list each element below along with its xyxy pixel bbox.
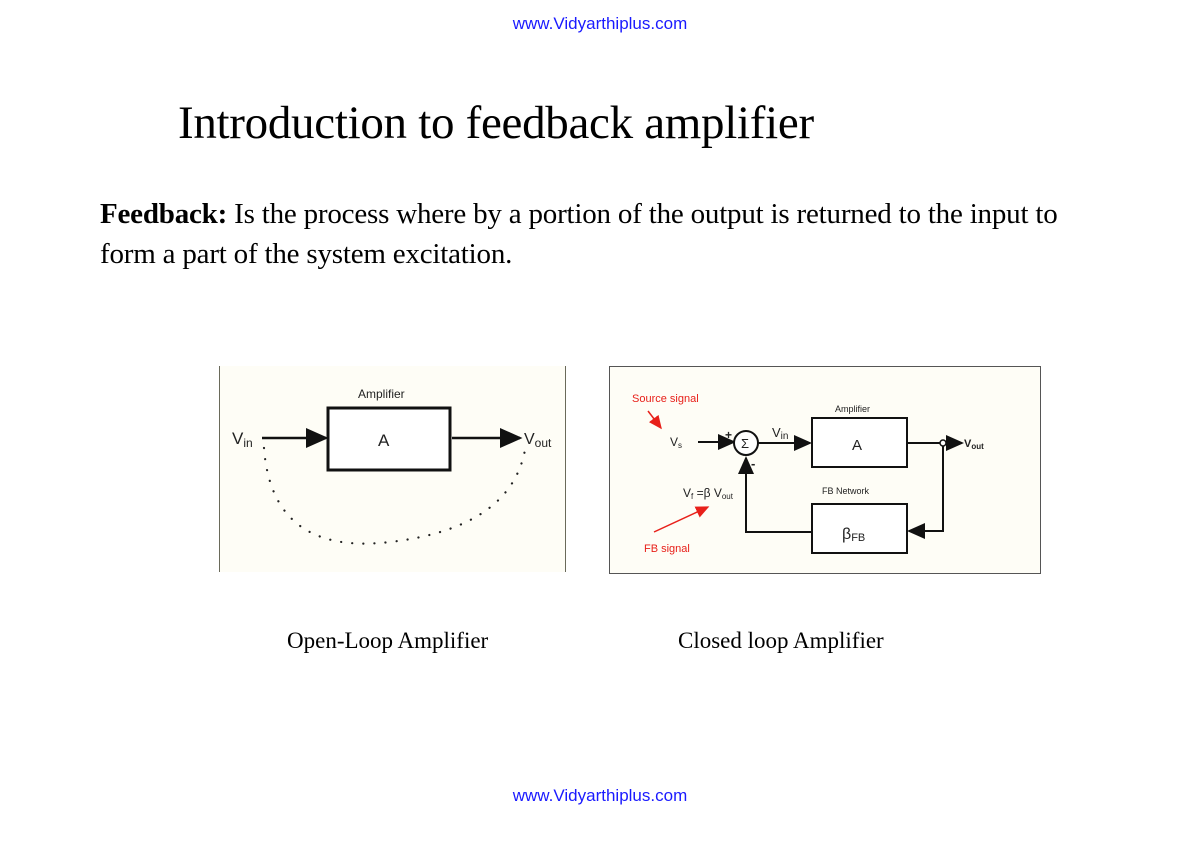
output-node — [939, 439, 947, 447]
output-label: Vout — [964, 438, 984, 451]
closed-loop-caption: Closed loop Amplifier — [678, 628, 884, 653]
amplifier-block — [811, 417, 908, 468]
dotted-feedback-path — [262, 446, 527, 545]
amplifier-gain-label: A — [852, 437, 862, 454]
footer-watermark: www.Vidyarthiplus.com — [512, 786, 688, 805]
page-title: Introduction to feedback amplifier — [178, 97, 814, 149]
vin-label: Vin — [772, 425, 788, 442]
fb-equation: Vf =β Vout — [683, 486, 734, 501]
open-loop-diagram: Amplifier A Vin Vout — [219, 366, 566, 572]
fb-network-label: FB Network — [822, 486, 870, 496]
source-signal-arrow — [647, 410, 662, 430]
output-label: Vout — [524, 431, 552, 450]
source-signal-label: Source signal — [632, 393, 699, 405]
feedback-definition: Feedback: Is the process where by a port… — [100, 194, 1110, 274]
feedback-return-line — [907, 446, 944, 539]
amplifier-label: Amplifier — [358, 387, 405, 401]
fb-network-block — [811, 503, 908, 554]
amplifier-gain-label: A — [378, 431, 390, 450]
amplifier-label: Amplifier — [835, 404, 870, 414]
header-watermark: www.Vidyarthiplus.com — [512, 14, 688, 33]
definition-text: Is the process where by a portion of the… — [100, 198, 1058, 270]
closed-loop-diagram: Source signal Vs + Σ - Vin Amplifier A V… — [609, 366, 1041, 574]
plus-sign: + — [725, 428, 732, 442]
fb-block-label: βFB — [842, 526, 865, 544]
feedback-to-summer-line — [738, 456, 812, 533]
input-label: Vin — [232, 429, 253, 450]
minus-sign: - — [751, 456, 755, 471]
fb-signal-arrow — [653, 506, 710, 533]
open-loop-caption: Open-Loop Amplifier — [287, 628, 489, 653]
definition-term: Feedback: — [100, 198, 228, 230]
sigma-symbol: Σ — [741, 436, 749, 451]
source-label: Vs — [670, 435, 682, 450]
fb-signal-label: FB signal — [644, 543, 690, 555]
